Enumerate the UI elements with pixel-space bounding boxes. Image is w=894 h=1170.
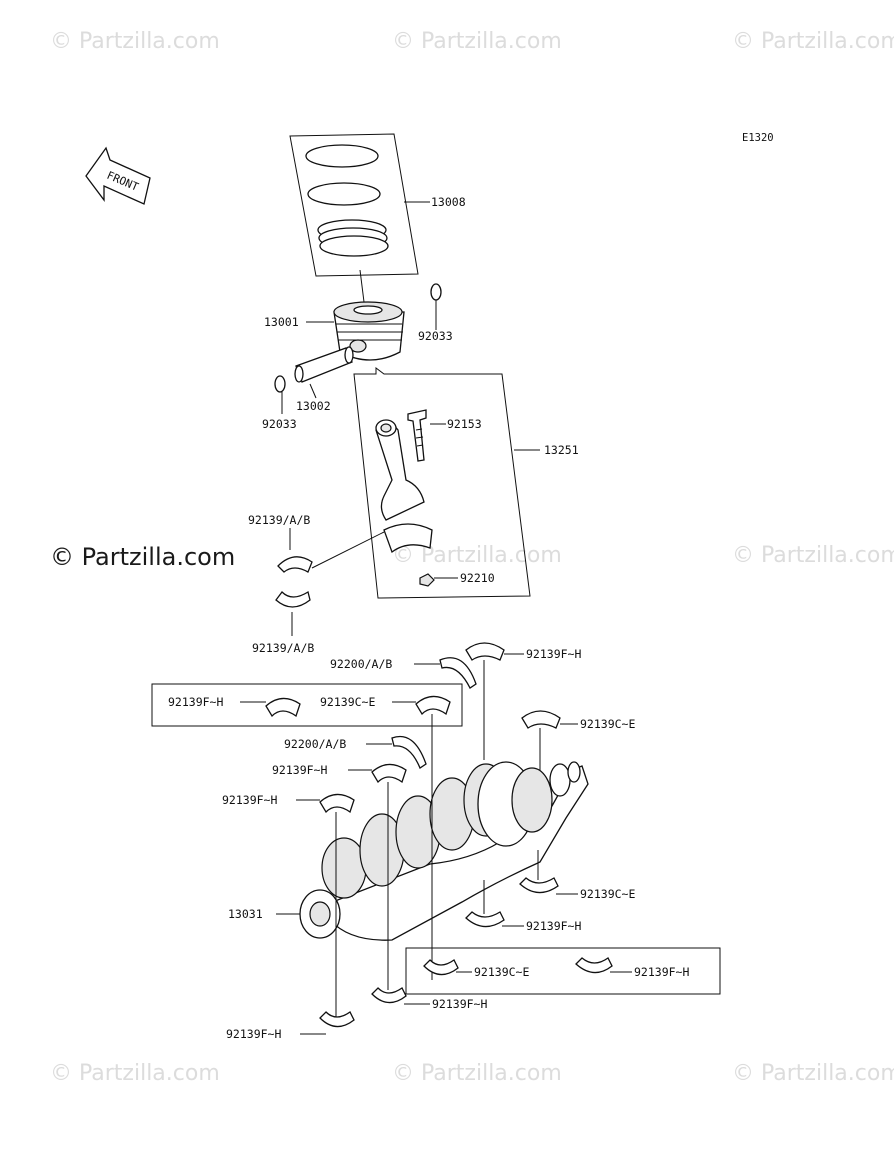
label-thrust-washer-mid: 92200/A/B bbox=[284, 737, 346, 751]
label-main-bearing-top-right: 92139F~H bbox=[526, 647, 581, 661]
label-main-bearing-left-upper: 92139F~H bbox=[222, 793, 277, 807]
main-bearing-right-lower bbox=[519, 850, 578, 895]
label-conrod-nut: 92210 bbox=[460, 571, 495, 585]
watermark: © Partzilla.com bbox=[392, 1061, 562, 1086]
main-bearing-bottom-left bbox=[300, 1011, 355, 1035]
main-bearing-lower-box bbox=[405, 947, 721, 995]
snap-ring-right bbox=[430, 283, 442, 330]
label-main-bearing-lower-box-f: 92139F~H bbox=[634, 965, 689, 979]
label-main-bearing-right-lower: 92139C~E bbox=[580, 887, 635, 901]
label-piston: 13001 bbox=[264, 315, 299, 329]
label-main-bearing-bottom-left: 92139F~H bbox=[226, 1027, 281, 1041]
watermark: © Partzilla.com bbox=[392, 29, 562, 54]
watermark: © Partzilla.com bbox=[50, 29, 220, 54]
label-snap-ring-right: 92033 bbox=[418, 329, 453, 343]
conrod-bearing-lower bbox=[275, 590, 311, 636]
main-bearing-right-upper bbox=[521, 710, 578, 770]
label-conrod-bolt: 92153 bbox=[447, 417, 482, 431]
thrust-washer-mid bbox=[366, 735, 427, 769]
front-arrow-icon: FRONT bbox=[85, 146, 151, 205]
label-conrod-bearing-lower: 92139/A/B bbox=[252, 641, 314, 655]
label-conrod-assy: 13251 bbox=[544, 443, 579, 457]
main-bearing-left-upper bbox=[296, 793, 355, 1024]
label-conrod-bearing-upper: 92139/A/B bbox=[248, 513, 310, 527]
label-piston-pin: 13002 bbox=[296, 399, 331, 413]
label-main-bearing-right-upper: 92139C~E bbox=[580, 717, 635, 731]
watermark-prominent: © Partzilla.com bbox=[50, 543, 235, 571]
main-bearing-box bbox=[151, 683, 463, 980]
watermark: © Partzilla.com bbox=[732, 1061, 894, 1086]
piston-part bbox=[306, 269, 405, 361]
label-main-bearing-lower-box-c: 92139C~E bbox=[474, 965, 529, 979]
label-snap-ring-left: 92033 bbox=[262, 417, 297, 431]
main-bearing-lower-f bbox=[465, 880, 524, 928]
diagram-code: E1320 bbox=[742, 132, 774, 144]
watermark: © Partzilla.com bbox=[732, 543, 894, 568]
label-crankshaft: 13031 bbox=[228, 907, 263, 921]
label-rings: 13008 bbox=[431, 195, 466, 209]
thrust-washer-top bbox=[414, 657, 477, 689]
watermark: © Partzilla.com bbox=[392, 543, 562, 568]
conrod-bearing-upper bbox=[277, 528, 385, 573]
main-bearing-bottom-mid bbox=[371, 987, 430, 1005]
label-main-bearing-lower-f: 92139F~H bbox=[526, 919, 581, 933]
snap-ring-left bbox=[274, 375, 286, 414]
label-main-bearing-box-c: 92139C~E bbox=[320, 695, 375, 709]
main-bearing-mid bbox=[348, 763, 407, 990]
main-bearing-top-right bbox=[465, 642, 524, 760]
crankshaft-part bbox=[276, 761, 589, 941]
label-main-bearing-bottom-mid: 92139F~H bbox=[432, 997, 487, 1011]
piston-ring-set bbox=[289, 133, 430, 277]
watermark: © Partzilla.com bbox=[732, 29, 894, 54]
watermark: © Partzilla.com bbox=[50, 1061, 220, 1086]
piston-pin bbox=[294, 346, 354, 399]
label-thrust-washer-top: 92200/A/B bbox=[330, 657, 392, 671]
watermark-grid: © Partzilla.com © Partzilla.com © Partzi… bbox=[50, 29, 894, 1086]
label-main-bearing-box-f: 92139F~H bbox=[168, 695, 223, 709]
label-main-bearing-mid: 92139F~H bbox=[272, 763, 327, 777]
connecting-rod-assembly bbox=[353, 367, 540, 599]
